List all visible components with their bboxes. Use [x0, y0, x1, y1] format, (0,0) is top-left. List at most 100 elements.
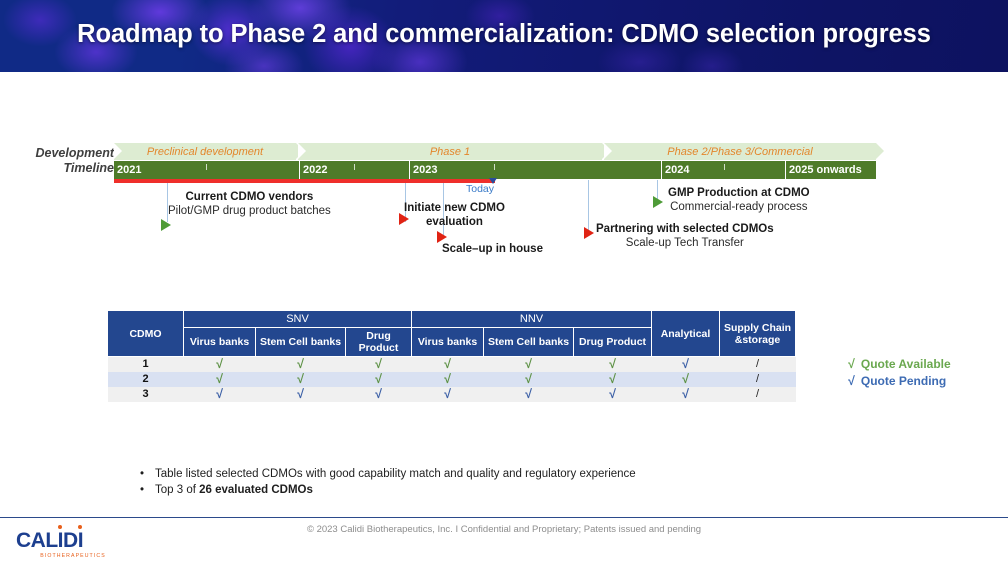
event-marker-red	[399, 213, 409, 225]
table-body: 1√√√√√√√/2√√√√√√√/3√√√√√√√/	[107, 356, 796, 402]
i-dot-icon	[58, 525, 63, 529]
check-icon: √	[682, 387, 689, 401]
notes-bullet-list: • Table listed selected CDMOs with good …	[140, 466, 636, 498]
check-icon: √	[609, 357, 616, 372]
check-icon: √	[848, 357, 855, 371]
table-cell-status: √	[412, 372, 484, 387]
event-initiate-new-cdmo-evaluation: Initiate new CDMO evaluation	[404, 201, 505, 229]
list-item: • Top 3 of 26 evaluated CDMOs	[140, 482, 636, 498]
table-header-analytical: Analytical	[651, 310, 720, 357]
timeline-axis-label-line2: Timeline	[63, 161, 114, 175]
table-header-nnv-virus-banks: Virus banks	[411, 327, 484, 357]
event-title: Current CDMO vendors	[185, 191, 314, 203]
today-marker-icon	[489, 178, 497, 184]
event-subtitle: Scale-up Tech Transfer	[625, 237, 744, 249]
bullet-text: Top 3 of 26 evaluated CDMOs	[155, 484, 313, 496]
year-label: 2021	[117, 164, 142, 176]
event-current-cdmo-vendors: Current CDMO vendors Pilot/GMP drug prod…	[168, 190, 331, 218]
table-cell-status: √	[256, 372, 346, 387]
event-subtitle: Pilot/GMP drug product batches	[168, 205, 331, 217]
check-icon: √	[297, 357, 304, 372]
table-cell-status: √	[256, 357, 346, 372]
event-subtitle: evaluation	[426, 216, 483, 228]
event-title: Partnering with selected CDMOs	[596, 223, 774, 235]
bullet-dot-icon: •	[140, 484, 145, 496]
table-cell-status: √	[412, 357, 484, 372]
slash-icon: /	[755, 373, 760, 385]
event-scale-up-in-house: Scale–up in house	[442, 242, 543, 256]
event-connector	[167, 183, 169, 222]
table-cell-status: √	[256, 387, 346, 402]
event-connector	[588, 180, 590, 235]
table-cell-status: √	[346, 357, 412, 372]
table-cell-status: √	[574, 357, 652, 372]
table-cell-status: /	[720, 357, 796, 372]
year-cell-2021: 2021	[114, 161, 299, 179]
check-icon: √	[297, 387, 304, 401]
table-header-nnv-drug-product: Drug Product	[573, 327, 652, 357]
check-icon: √	[216, 357, 223, 372]
year-label: 2022	[303, 164, 328, 176]
table-cell-status: /	[720, 387, 796, 402]
timeline-axis-label-line1: Development	[35, 146, 115, 160]
event-subtitle: Commercial-ready process	[670, 201, 808, 213]
slash-icon: /	[755, 388, 760, 400]
check-icon: √	[525, 387, 532, 401]
legend-label: Quote Available	[860, 357, 951, 371]
table-sub-header-row: Virus banks Stem Cell banks Drug Product…	[108, 327, 796, 357]
check-icon: √	[297, 372, 304, 386]
year-cell-2022: 2022	[299, 161, 409, 179]
phase-band: Preclinical development Phase 1 Phase 2/…	[0, 143, 1008, 160]
year-label: 2024	[665, 164, 690, 176]
table-cell-status: √	[652, 357, 720, 372]
table-cell-status: √	[346, 387, 412, 402]
event-marker-green	[161, 219, 171, 231]
table-header-snv-virus-banks: Virus banks	[183, 327, 256, 357]
bullet-dot-icon: •	[140, 468, 145, 480]
year-band: 2021 2022 2023 2024 2025 onwards	[114, 161, 876, 179]
event-marker-red	[437, 231, 447, 243]
table-cell-cdmo-id: 1	[142, 358, 149, 371]
phase-label: Phase 1	[429, 145, 471, 158]
checkmark-legend: √ Quote Available √ Quote Pending	[848, 356, 951, 390]
phase-chevron-preclinical: Preclinical development	[114, 143, 304, 160]
check-icon: √	[216, 387, 223, 401]
title-banner: Roadmap to Phase 2 and commercialization…	[0, 0, 1008, 72]
quarter-tick	[206, 164, 207, 170]
check-icon: √	[444, 387, 451, 401]
table-header-nnv-stem-cell-banks: Stem Cell banks	[483, 327, 574, 357]
table-header-cdmo: CDMO	[107, 310, 184, 357]
i-dot-icon	[78, 525, 83, 529]
year-label: 2023	[413, 164, 438, 176]
event-title: GMP Production at CDMO	[668, 187, 810, 199]
table-group-header-nnv: NNV	[411, 310, 652, 328]
table-cell-status: √	[574, 372, 652, 387]
legend-label: Quote Pending	[860, 374, 947, 388]
cdmo-capability-table: CDMO SNV NNV Analytical Supply Chain &st…	[107, 310, 796, 402]
event-connector	[657, 180, 659, 202]
list-item: • Table listed selected CDMOs with good …	[140, 466, 636, 482]
check-icon: √	[609, 387, 616, 401]
phase-chevron-phase1: Phase 1	[298, 143, 610, 160]
table-cell-status: √	[184, 357, 256, 372]
table-cell-status: √	[574, 387, 652, 402]
table-row: 2√√√√√√√/	[107, 371, 796, 387]
today-label: Today	[466, 183, 495, 195]
event-partnering-with-selected-cdmos: Partnering with selected CDMOs Scale-up …	[596, 222, 774, 250]
table-cell-cdmo-id: 3	[142, 388, 149, 400]
check-icon: √	[848, 374, 855, 388]
year-label: 2025 onwards	[789, 164, 862, 176]
quarter-tick	[724, 164, 725, 170]
event-marker-red	[584, 227, 594, 239]
timeline-axis-label: Development Timeline	[8, 146, 115, 176]
year-cell-2025-onwards: 2025 onwards	[785, 161, 876, 179]
year-cell-2023: 2023	[409, 161, 661, 179]
table-cell-status: √	[412, 387, 484, 402]
check-icon: √	[682, 357, 689, 372]
check-icon: √	[444, 372, 451, 386]
event-gmp-production-at-cdmo: GMP Production at CDMO Commercial-ready …	[668, 186, 810, 214]
table-row: 3 √ √ √ √ √ √ √ /	[107, 386, 796, 402]
quarter-tick	[494, 164, 495, 170]
table-cell-status: /	[720, 372, 796, 387]
footer-divider	[0, 517, 1008, 518]
